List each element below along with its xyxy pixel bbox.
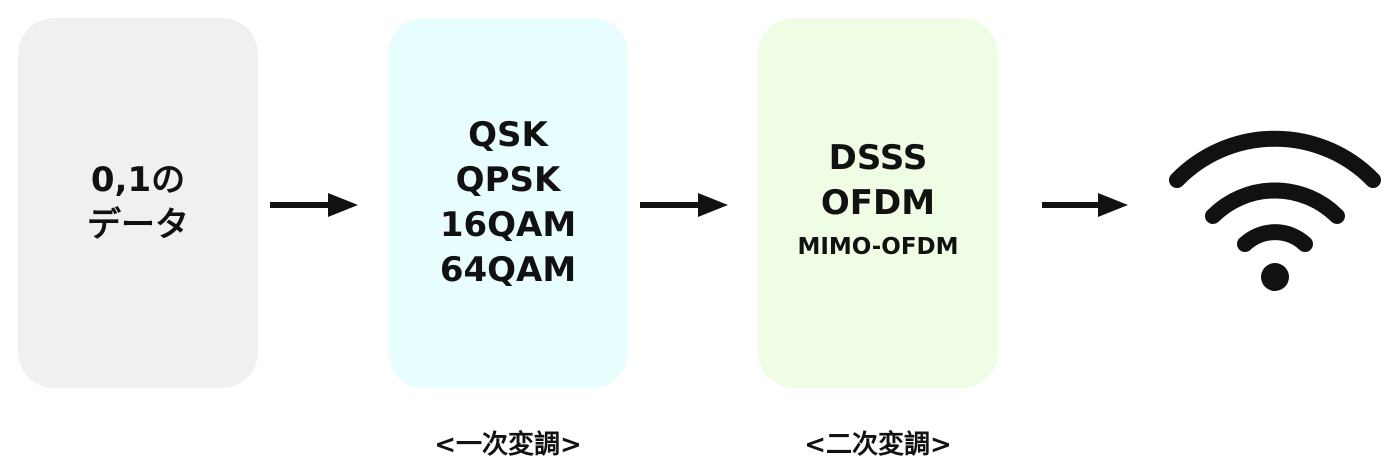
- arrow-right-icon: [640, 193, 728, 217]
- data-box-line: 0,1の: [90, 160, 186, 201]
- secondary-modulation-caption: <二次変調>: [804, 430, 952, 460]
- primary-modulation-caption: <一次変調>: [434, 430, 582, 460]
- wifi-icon: [1169, 130, 1381, 291]
- arrow-right-icon: [270, 193, 358, 217]
- primary-modulation-box: QSK QPSK 16QAM 64QAM: [388, 18, 628, 388]
- data-box: 0,1の データ: [18, 18, 258, 388]
- primary-modulation-item: QPSK: [455, 160, 561, 201]
- secondary-modulation-item-small: MIMO-OFDM: [797, 234, 959, 261]
- secondary-modulation-item: OFDM: [820, 183, 936, 224]
- primary-modulation-item: 64QAM: [439, 249, 577, 290]
- secondary-modulation-item: DSSS: [828, 138, 928, 179]
- primary-modulation-item: QSK: [468, 115, 548, 156]
- arrow-right-icon: [1042, 193, 1128, 217]
- data-box-line: データ: [87, 205, 189, 245]
- secondary-modulation-box: DSSS OFDM MIMO-OFDM: [758, 18, 998, 388]
- primary-modulation-item: 16QAM: [439, 205, 577, 245]
